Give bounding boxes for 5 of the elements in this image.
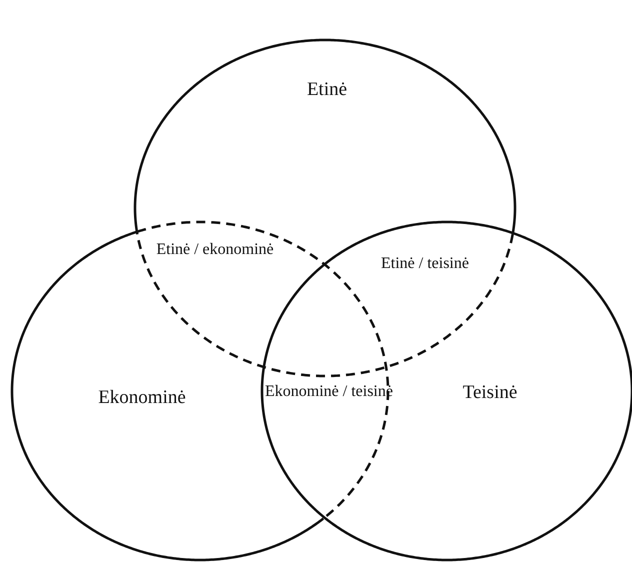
overlap-label: Etinė / teisinė <box>380 254 470 274</box>
overlap-label: Etinė / ekonominė <box>155 240 275 260</box>
circle-label: Ekonominė <box>98 387 186 409</box>
circle-label: Teisinė <box>462 382 518 404</box>
circle-label: Etinė <box>306 79 348 101</box>
